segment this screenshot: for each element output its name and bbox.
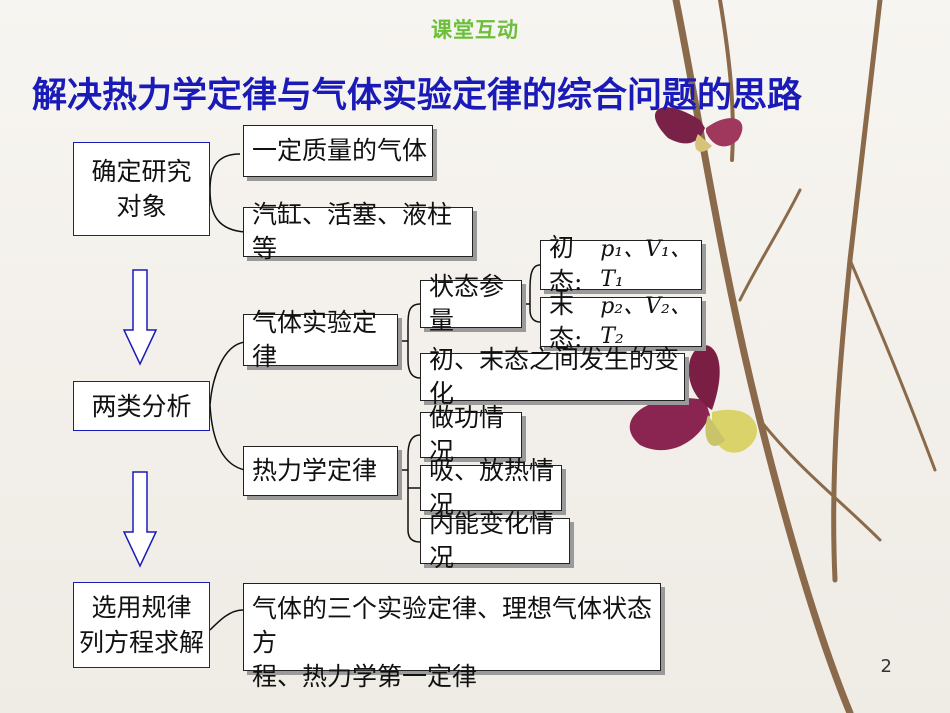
- heat-box: 吸、放热情况: [420, 456, 562, 519]
- object-gas: 一定质量的气体: [243, 125, 433, 177]
- down-arrow-icon: [122, 471, 158, 568]
- initial-state-box: 初态: p₁、V₁、T₁: [540, 233, 702, 296]
- page-title: 解决热力学定律与气体实验定律的综合问题的思路: [32, 76, 803, 116]
- laws-line2: 程、热力学第一定律: [252, 661, 478, 691]
- step1-line1: 确定研究: [91, 157, 192, 186]
- step1-line2: 对象: [116, 192, 167, 221]
- thermo-law-box: 热力学定律: [243, 446, 398, 496]
- laws-line1: 气体的三个实验定律、理想气体状态方: [252, 594, 653, 657]
- page-number: 2: [880, 656, 892, 677]
- down-arrow-icon: [122, 269, 158, 366]
- step-two-analyses: 两类分析: [73, 381, 210, 431]
- step-select-laws: 选用规律 列方程求解: [73, 582, 210, 668]
- laws-box: 气体的三个实验定律、理想气体状态方 程、热力学第一定律: [243, 583, 661, 691]
- object-cylinder: 汽缸、活塞、液柱等: [243, 200, 473, 263]
- final-state-box: 末态: p₂、V₂、T₂: [540, 290, 702, 353]
- gas-law-box: 气体实验定律: [243, 308, 398, 371]
- state-change-box: 初、末态之间发生的变化: [420, 345, 685, 408]
- state-params-box: 状态参量: [420, 272, 522, 335]
- step-determine-object: 确定研究 对象: [73, 142, 210, 236]
- step3-line2: 列方程求解: [78, 628, 204, 657]
- work-box: 做功情况: [420, 403, 522, 466]
- internal-energy-box: 内能变化情况: [420, 509, 570, 572]
- step3-line1: 选用规律: [91, 593, 192, 622]
- step2-label: 两类分析: [91, 391, 192, 421]
- section-header: 课堂互动: [431, 18, 519, 42]
